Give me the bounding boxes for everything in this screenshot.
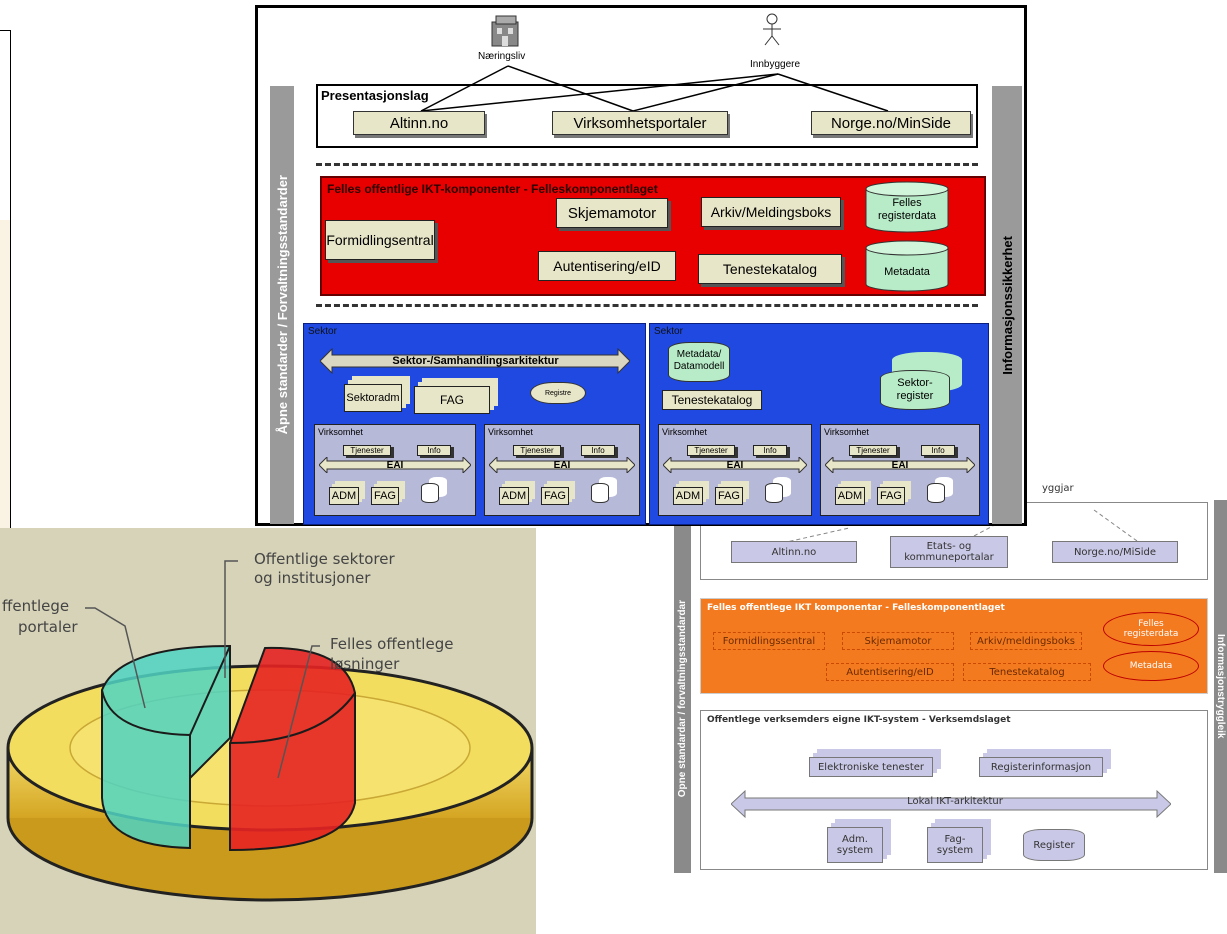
adm-box: ADM — [835, 487, 865, 505]
sector-arch-label: Sektor-/Samhandlingsarkitektur — [392, 355, 559, 367]
nynorsk-verk-title: Offentlege verksemders eigne IKT-system … — [707, 715, 1011, 725]
adm-box: ADM — [329, 487, 359, 505]
pie-label-left-1: ffentlege — [2, 597, 70, 615]
nynorsk-fag-system: Fag- system — [927, 827, 983, 863]
nynorsk-etats: Etats- og kommuneportalar — [890, 536, 1008, 568]
nynorsk-teneste: Tenestekatalog — [963, 663, 1091, 681]
citizen-icon — [763, 13, 781, 46]
db-cylinder-icon — [421, 483, 439, 503]
eai-label: EAI — [726, 460, 744, 471]
eai-label: EAI — [386, 460, 404, 471]
sector-left-title: Sektor — [308, 326, 337, 337]
formidlingsentral-box: Formidlingsentral — [325, 220, 435, 260]
tjenester-box: Tjenester — [513, 445, 561, 456]
main-diagram: Næringsliv Innbyggere Åpne standarder / … — [255, 5, 1027, 526]
sector-tenestekatalog-box: Tenestekatalog — [662, 390, 762, 410]
metadata-cylinder: Metadata — [865, 240, 949, 292]
pie-label-right-2: løsninger — [330, 655, 400, 673]
business-icon — [491, 15, 519, 47]
sector-right: Sektor Metadata/Datamodell Tenestekatalo… — [649, 323, 989, 525]
adm-box: ADM — [499, 487, 529, 505]
altinn-box: Altinn.no — [353, 111, 485, 135]
fag-box: FAG — [715, 487, 743, 505]
actor-innbyggere: Innbyggere — [750, 59, 801, 70]
info-box: Info — [417, 445, 451, 456]
info-box: Info — [921, 445, 955, 456]
presentation-title: Presentasjonslag — [321, 88, 429, 103]
nynorsk-registerinfo: Registerinformasjon — [979, 757, 1103, 777]
pie-svg — [6, 560, 534, 902]
info-box: Info — [753, 445, 787, 456]
eai-label: EAI — [553, 460, 571, 471]
nynorsk-elektroniske: Elektroniske tenester — [809, 757, 933, 777]
fag-box: FAG — [414, 386, 490, 414]
db-cylinder-icon — [591, 483, 609, 503]
norge-box: Norge.no/MinSide — [811, 111, 971, 135]
arkiv-box: Arkiv/Meldingsboks — [701, 197, 841, 227]
sektoradm-box: Sektoradm — [344, 384, 402, 412]
sector-left: Sektor Sektor-/Samhandlingsarkitektur Se… — [303, 323, 646, 525]
nynorsk-metadata: Metadata — [1103, 651, 1199, 681]
info-security-bar: Informasjonssikkerhet — [992, 86, 1022, 524]
autentisering-box: Autentisering/eID — [538, 251, 676, 281]
nynorsk-lokal: Lokal IKT-arkitektur — [907, 796, 1003, 807]
pie-slice-cyan — [101, 644, 231, 850]
registre-cylinder: Registre — [530, 382, 586, 404]
sektorregister-cylinder: Sektor-register — [880, 370, 950, 410]
pie-image — [0, 528, 536, 934]
nynorsk-arkiv: Arkiv/meldingsboks — [970, 632, 1082, 650]
nynorsk-felles-title: Felles offentlege IKT komponentar - Fell… — [707, 603, 1005, 613]
adm-box: ADM — [673, 487, 703, 505]
eai-label: EAI — [891, 460, 909, 471]
tjenester-box: Tjenester — [343, 445, 391, 456]
tjenester-box: Tjenester — [849, 445, 897, 456]
left-background-panel-beige — [0, 220, 10, 570]
actor-naeringsliv: Næringsliv — [478, 51, 526, 62]
pie-label-left-2: portaler — [18, 618, 78, 636]
nynorsk-skjema: Skjemamotor — [842, 632, 954, 650]
nynorsk-left-bar: Opne standardar / forvaltningsstandardar — [674, 525, 691, 873]
felles-title: Felles offentlige IKT-komponenter - Fell… — [327, 182, 658, 196]
sector-right-title: Sektor — [654, 326, 683, 337]
nynorsk-adm-system: Adm. system — [827, 827, 883, 863]
db-cylinder-icon — [765, 483, 783, 503]
nynorsk-altinn: Altinn.no — [731, 541, 857, 563]
nynorsk-formidling: Formidlingssentral — [713, 632, 825, 650]
nynorsk-norge: Norge.no/MiSide — [1052, 541, 1178, 563]
nynorsk-felles-layer: Felles offentlege IKT komponentar - Fell… — [700, 598, 1208, 694]
pie-label-top-1: Offentlige sektorer — [254, 550, 395, 568]
open-standards-bar: Åpne standarder / Forvaltningsstandarder — [270, 86, 294, 524]
nynorsk-actor-label: yggjar — [1042, 483, 1074, 494]
metadata-datamodell-cylinder: Metadata/Datamodell — [668, 342, 730, 382]
virksomhetsportaler-box: Virksomhetsportaler — [552, 111, 728, 135]
fag-box: FAG — [371, 487, 399, 505]
separator-2 — [316, 304, 978, 307]
fag-box: FAG — [541, 487, 569, 505]
pie-label-top-2: og institusjoner — [254, 569, 371, 587]
fag-box: FAG — [877, 487, 905, 505]
nynorsk-verk-layer: Offentlege verksemders eigne IKT-system … — [700, 710, 1208, 870]
db-cylinder-icon — [927, 483, 945, 503]
pie-slice-red — [229, 646, 356, 852]
info-box: Info — [581, 445, 615, 456]
separator-1 — [316, 163, 978, 166]
nynorsk-autent: Autentisering/eID — [826, 663, 954, 681]
nynorsk-right-bar: Informasjonstryggleik — [1214, 500, 1227, 873]
skjemamotor-box: Skjemamotor — [556, 198, 668, 228]
nynorsk-register: Register — [1023, 829, 1085, 861]
pie-label-right-1: Felles offentlege — [330, 635, 454, 653]
nynorsk-felles-register: Felles registerdata — [1103, 612, 1199, 646]
tenestekatalog-box: Tenestekatalog — [698, 254, 842, 284]
tjenester-box: Tjenester — [687, 445, 735, 456]
